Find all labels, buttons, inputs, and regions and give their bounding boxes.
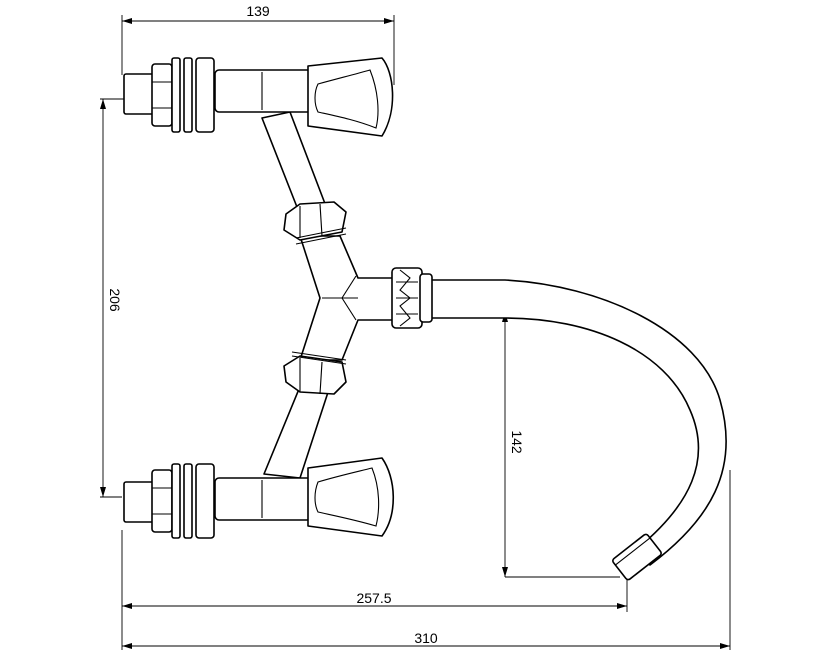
- spout-aerator: [612, 533, 662, 581]
- faucet-body: [261, 111, 433, 479]
- dimension-top-width: 139: [246, 3, 270, 19]
- upper-handle: [307, 57, 394, 137]
- dimension-spout-reach: 257.5: [356, 590, 391, 606]
- upper-union-nut: [283, 201, 347, 245]
- dimension-lines: [100, 15, 731, 650]
- dimension-spout-drop: 142: [509, 430, 525, 454]
- dimension-height: 206: [107, 288, 123, 312]
- lower-union-nut: [283, 351, 347, 395]
- lower-valve: [123, 457, 395, 539]
- spout-coupling-nut: [391, 267, 433, 329]
- upper-valve: [123, 57, 394, 137]
- dimension-overall-width: 310: [414, 630, 438, 646]
- lower-handle: [307, 457, 395, 537]
- spout: [429, 279, 727, 581]
